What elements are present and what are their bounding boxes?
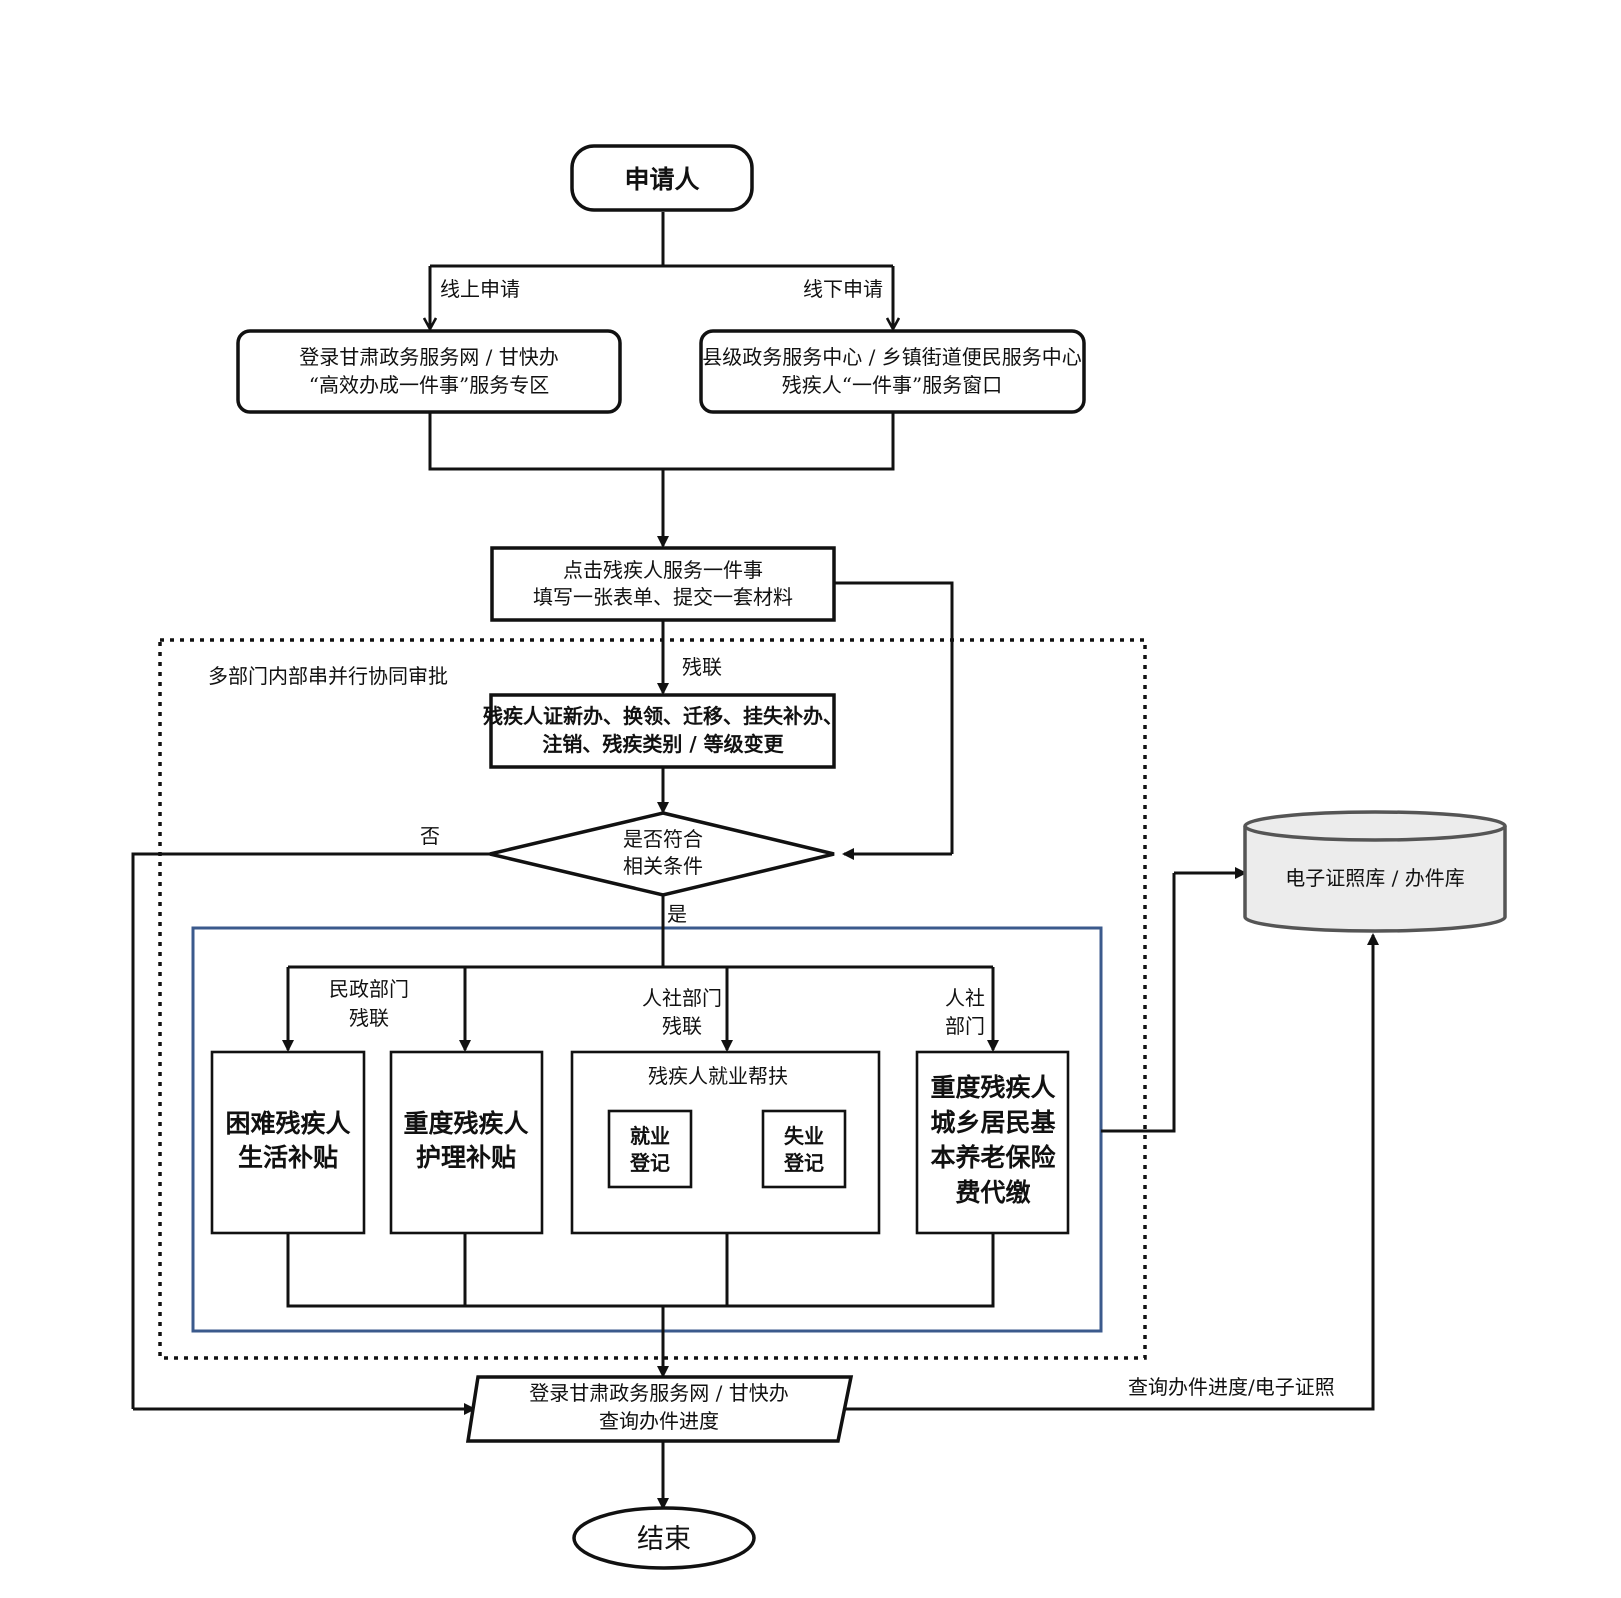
- unemployment-reg-line-1: 失业: [784, 1124, 824, 1148]
- care-subsidy-box: [389, 1050, 544, 1235]
- hardship-line-1: 困难残疾人: [225, 1109, 350, 1138]
- dept-renshe-canlian-line-1: 人社部门: [642, 986, 722, 1010]
- query-progress-box: [465, 1375, 854, 1443]
- dept-renshe-line-1: 人社: [945, 986, 985, 1010]
- query-progress-label: 查询办件进度/电子证照: [1128, 1375, 1335, 1399]
- form-box-line-1: 点击残疾人服务一件事: [563, 558, 763, 582]
- form-box-line-2: 填写一张表单、提交一套材料: [533, 585, 793, 609]
- database-cylinder: [1243, 810, 1507, 933]
- pension-line-4: 费代缴: [955, 1178, 1031, 1207]
- pension-line-2: 城乡居民基: [930, 1108, 1055, 1137]
- connectors: [131, 212, 1379, 1510]
- pension-line-3: 本养老保险: [930, 1143, 1056, 1172]
- dept-renshe-canlian-line-2: 残联: [662, 1014, 702, 1038]
- hardship-subsidy-box: [210, 1050, 366, 1235]
- unemployment-reg-line-2: 登记: [783, 1151, 824, 1175]
- decision-line-2: 相关条件: [623, 854, 703, 878]
- canlian-label: 残联: [682, 655, 722, 679]
- care-line-1: 重度残疾人: [403, 1109, 528, 1138]
- form-submission-box: [490, 546, 836, 622]
- offline-box-line-1: 县级政务服务中心 / 乡镇街道便民服务中心: [702, 345, 1081, 369]
- cert-box-line-1: 残疾人证新办、换领、迁移、挂失补办、: [483, 704, 843, 728]
- pension-payment-box: [915, 1050, 1070, 1235]
- dept-minzheng-line-2: 残联: [349, 1006, 389, 1030]
- multi-dept-frame: [158, 638, 1147, 1360]
- offline-label: 线下申请: [803, 277, 883, 301]
- eligibility-decision: [489, 811, 835, 897]
- online-service-box: [236, 329, 622, 414]
- end-text: 结束: [637, 1524, 691, 1555]
- unemployment-registration-box: [761, 1109, 847, 1189]
- online-box-line-1: 登录甘肃政务服务网 / 甘快办: [299, 345, 558, 369]
- employment-reg-line-2: 登记: [629, 1151, 670, 1175]
- cert-box-line-2: 注销、残疾类别 / 等级变更: [542, 732, 784, 756]
- employment-registration-box: [607, 1109, 693, 1189]
- decision-line-1: 是否符合: [623, 827, 703, 851]
- disability-cert-box: [489, 693, 836, 769]
- query-line-1: 登录甘肃政务服务网 / 甘快办: [529, 1381, 788, 1405]
- query-line-2: 查询办件进度: [599, 1409, 719, 1433]
- online-label: 线上申请: [440, 277, 520, 301]
- yes-label: 是: [667, 902, 687, 926]
- applicant-node: [570, 144, 754, 212]
- offline-box-line-2: 残疾人“一件事”服务窗口: [782, 373, 1002, 397]
- care-line-2: 护理补贴: [416, 1143, 516, 1172]
- hardship-line-2: 生活补贴: [238, 1143, 338, 1172]
- employment-reg-line-1: 就业: [630, 1124, 670, 1148]
- dept-renshe-line-2: 部门: [945, 1014, 985, 1038]
- multi-dept-label: 多部门内部串并行协同审批: [208, 664, 448, 688]
- online-box-line-2: “高效办成一件事”服务专区: [309, 373, 549, 397]
- applicant-text: 申请人: [624, 165, 699, 194]
- employment-title: 残疾人就业帮扶: [648, 1064, 788, 1088]
- database-label: 电子证照库 / 办件库: [1285, 866, 1464, 890]
- offline-service-box: [699, 329, 1086, 414]
- dept-minzheng-line-1: 民政部门: [329, 977, 409, 1001]
- no-label: 否: [420, 824, 440, 848]
- end-node: [572, 1506, 756, 1570]
- pension-line-1: 重度残疾人: [930, 1073, 1055, 1102]
